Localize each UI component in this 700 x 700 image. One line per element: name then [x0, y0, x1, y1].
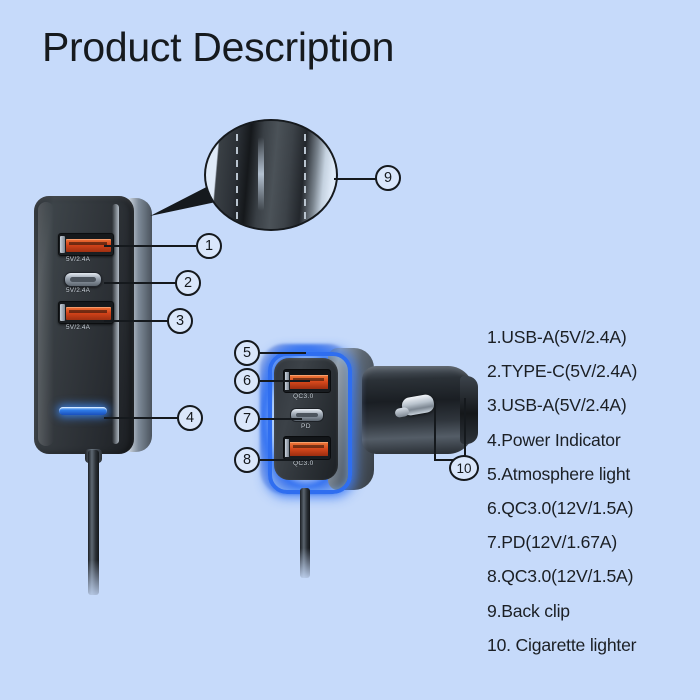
- leader-line-5: [260, 352, 306, 354]
- wall-charger-cable: [88, 450, 99, 595]
- leader-line-3: [104, 320, 168, 322]
- callout-5[interactable]: 5: [234, 340, 260, 366]
- clip-stitch-line-right: [304, 121, 306, 229]
- leader-line-10-horizontal: [434, 459, 466, 461]
- usb-a-lip: [285, 439, 289, 457]
- legend-item-8: 8.QC3.0(12V/1.5A): [487, 566, 634, 587]
- callout-7[interactable]: 7: [234, 406, 260, 432]
- clip-highlight: [258, 137, 264, 211]
- usb-a-port-1: [58, 233, 114, 256]
- leader-line-8: [260, 459, 310, 461]
- usb-a-port-1-label: 5V/2.4A: [66, 256, 91, 263]
- leader-line-9: [334, 178, 376, 180]
- usb-a-port-3: [58, 301, 114, 324]
- atmosphere-light-ring: [268, 352, 352, 494]
- callout-2[interactable]: 2: [175, 270, 201, 296]
- leader-line-4: [104, 417, 178, 419]
- usb-a-tongue: [66, 307, 111, 320]
- leader-line-7: [260, 418, 302, 420]
- car-charger-cable: [300, 488, 310, 578]
- leader-line-10-tip-vertical: [464, 398, 466, 461]
- callout-10[interactable]: 10: [449, 455, 479, 481]
- charger-body-edge: [112, 204, 119, 444]
- legend-item-9: 9.Back clip: [487, 600, 570, 621]
- callout-4[interactable]: 4: [177, 405, 203, 431]
- callout-8[interactable]: 8: [234, 447, 260, 473]
- page-title: Product Description: [42, 24, 395, 70]
- wall-charger-device: 5V/2.4A 5V/2.4A 5V/2.4A: [34, 196, 152, 454]
- power-indicator-light: [59, 407, 107, 415]
- callout-3[interactable]: 3: [167, 308, 193, 334]
- leader-line-6: [260, 380, 310, 382]
- back-clip-closeup: [206, 121, 336, 229]
- type-c-port-2-label: 5V/2.4A: [66, 287, 91, 294]
- callout-1[interactable]: 1: [196, 233, 222, 259]
- legend-item-6: 6.QC3.0(12V/1.5A): [487, 497, 634, 518]
- car-charger-barrel-tip: [460, 376, 478, 444]
- qc30-port-8-label: QC3.0: [293, 460, 314, 467]
- callout-9[interactable]: 9: [375, 165, 401, 191]
- charger-body-gloss: [38, 202, 54, 446]
- legend-item-10: 10. Cigarette lighter: [487, 634, 637, 655]
- back-clip-magnifier: [204, 119, 338, 231]
- usb-a-port-3-label: 5V/2.4A: [66, 324, 91, 331]
- legend-item-3: 3.USB-A(5V/2.4A): [487, 395, 627, 416]
- car-cable-fade-mask: [300, 548, 310, 582]
- legend-list: 1.USB-A(5V/2.4A) 2.TYPE-C(5V/2.4A) 3.USB…: [487, 327, 700, 671]
- usb-a-tongue: [290, 442, 328, 456]
- usb-a-lip: [60, 236, 65, 253]
- legend-item-4: 4.Power Indicator: [487, 429, 621, 450]
- clip-stitch-line-left: [236, 121, 238, 229]
- car-charger-device: QC3.0 PD QC3.0: [258, 340, 478, 500]
- leader-line-1: [104, 245, 196, 247]
- qc30-port-6-label: QC3.0: [293, 393, 314, 400]
- callout-6[interactable]: 6: [234, 368, 260, 394]
- qc30-port-8: [283, 436, 331, 460]
- leader-line-2: [104, 282, 176, 284]
- leader-line-10-pin-vertical: [434, 403, 436, 461]
- legend-item-5: 5.Atmosphere light: [487, 463, 631, 484]
- legend-item-2: 2.TYPE-C(5V/2.4A): [487, 361, 638, 382]
- legend-item-1: 1.USB-A(5V/2.4A): [487, 327, 627, 347]
- usb-a-lip: [60, 304, 65, 321]
- cable-fade-mask: [88, 560, 99, 602]
- type-c-port-2: [64, 272, 102, 287]
- legend-item-7: 7.PD(12V/1.67A): [487, 532, 618, 553]
- usb-a-tongue: [290, 375, 328, 389]
- pd-port-7-label: PD: [301, 423, 311, 430]
- usb-a-tongue: [66, 239, 111, 252]
